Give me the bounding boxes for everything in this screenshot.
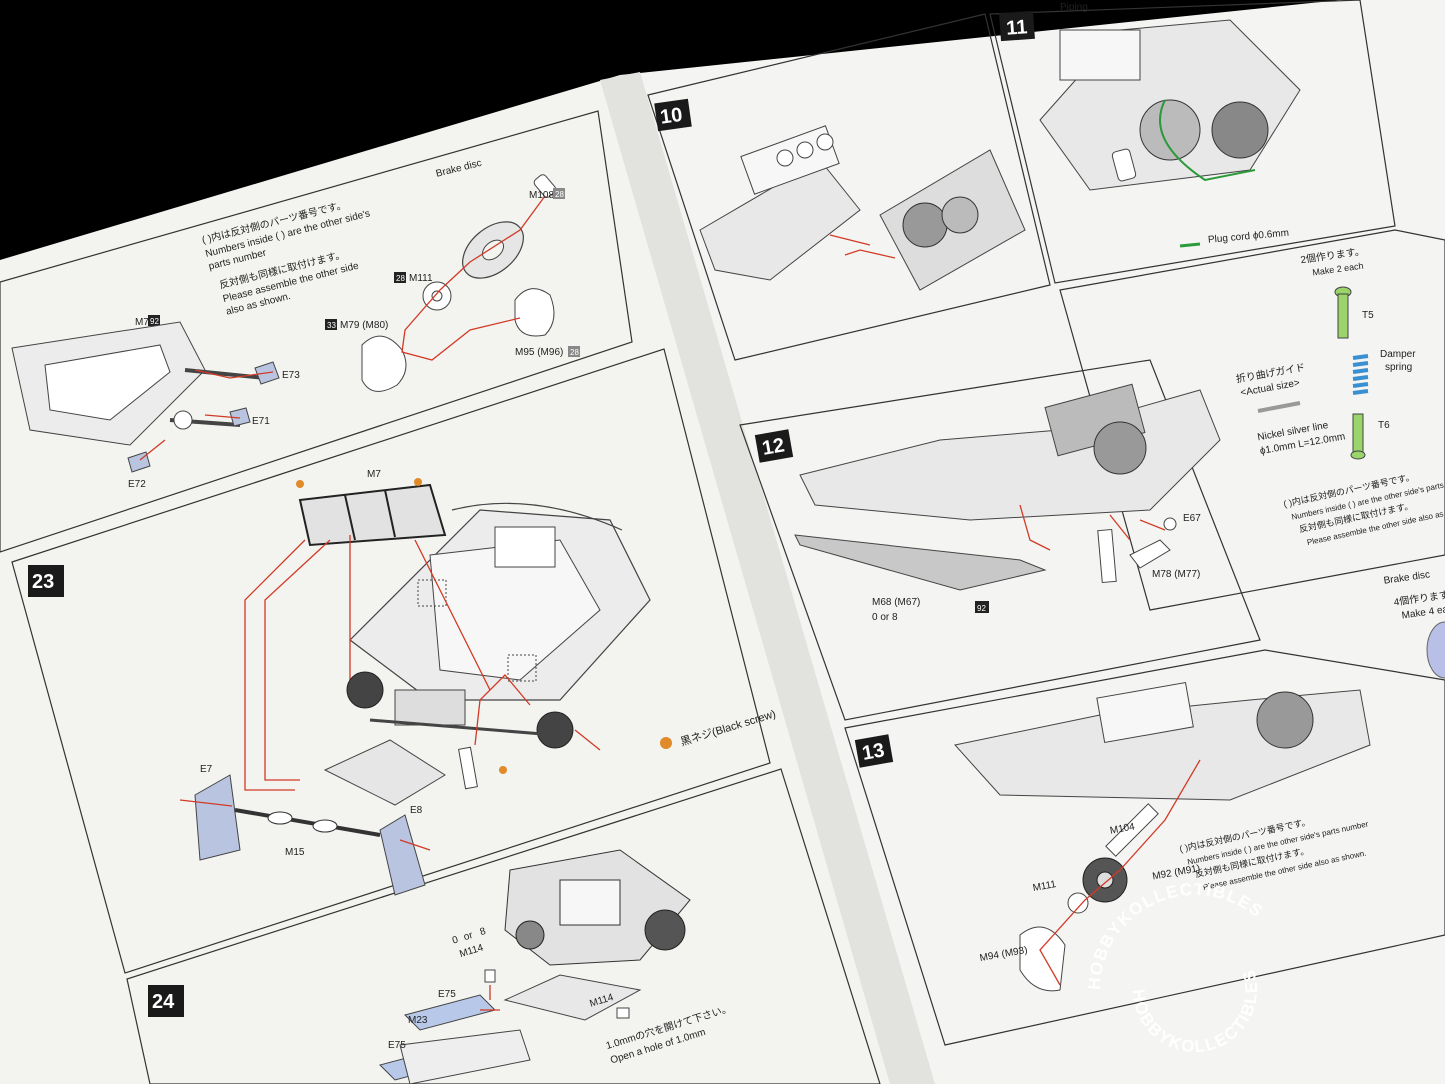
plug-cord-route bbox=[1159, 99, 1256, 182]
chassis-engine-drawing-step12 bbox=[799, 383, 1221, 521]
step24-number: 24 bbox=[152, 991, 175, 1013]
m108-pin-drawing bbox=[533, 174, 557, 198]
black-screw-icon bbox=[660, 737, 672, 749]
spring-label: spring bbox=[1385, 362, 1412, 373]
part-e8: E8 bbox=[410, 805, 423, 816]
rear-suspension-drawing bbox=[346, 671, 574, 749]
step23-number-box bbox=[28, 565, 64, 597]
hub-m111-drawing bbox=[422, 281, 452, 311]
caliper-m95-drawing bbox=[514, 288, 555, 337]
plug-cord-legend-swatch bbox=[1179, 242, 1201, 248]
svg-text:28: 28 bbox=[570, 348, 579, 357]
part-e73: E73 bbox=[282, 370, 300, 381]
step13-frame bbox=[844, 649, 1445, 1046]
t5-part-drawing bbox=[1334, 286, 1352, 339]
part-m111-step13: M111 bbox=[1032, 879, 1058, 894]
upright-m79-drawing bbox=[361, 335, 407, 392]
part-m111: M111 bbox=[409, 273, 433, 284]
piping-label: Piping bbox=[1060, 2, 1088, 13]
undertray-92-drawing bbox=[794, 534, 1047, 591]
step11-number-box bbox=[999, 10, 1035, 42]
chassis-tub-drawing bbox=[349, 502, 651, 701]
part-m79: M79 (M80) bbox=[340, 320, 388, 331]
step23-number: 23 bbox=[32, 571, 54, 593]
step13-number-box bbox=[854, 734, 894, 768]
e7-plate-drawing bbox=[194, 774, 241, 861]
part-m68: M68 (M67) bbox=[872, 597, 920, 608]
part-m15: M15 bbox=[285, 847, 305, 858]
top-step-frame bbox=[0, 110, 633, 553]
engine-drawing-step10 bbox=[699, 125, 1026, 291]
part-m78: M78 (M77) bbox=[1152, 569, 1200, 580]
damper-spring-drawing bbox=[1352, 354, 1369, 395]
or-tag-8: 8 bbox=[479, 926, 488, 938]
part-m104: M104 bbox=[1109, 821, 1136, 836]
floor-plate-drawing bbox=[323, 739, 446, 806]
step10-frame bbox=[647, 13, 1051, 361]
svg-text:92: 92 bbox=[150, 317, 159, 326]
driveshaft-m104-drawing bbox=[1105, 803, 1159, 857]
screw-right-drawing bbox=[414, 478, 422, 486]
steering-rack-m15-drawing bbox=[234, 808, 381, 837]
step10-number-box bbox=[654, 98, 692, 132]
step11-number: 11 bbox=[1005, 16, 1028, 39]
part-m7-top: M7 bbox=[135, 317, 149, 328]
part-m95: M95 (M96) bbox=[515, 347, 563, 358]
brake-disc-right-drawing bbox=[1426, 621, 1445, 679]
nickel-silver-line-drawing bbox=[1257, 401, 1301, 413]
or-tag-0: 0 bbox=[451, 934, 460, 946]
right-paper-page bbox=[620, 0, 1445, 1084]
step11-frame bbox=[989, 0, 1396, 284]
page-fold-shadow bbox=[600, 72, 935, 1084]
t6-part-drawing bbox=[1350, 413, 1366, 460]
step12-number: 12 bbox=[760, 434, 786, 460]
wishbone-drawing-step12 bbox=[1129, 539, 1171, 569]
screw-left-drawing bbox=[296, 480, 304, 488]
damper-label: Damper bbox=[1380, 349, 1416, 360]
m7-frame-drawing bbox=[298, 483, 447, 547]
part-e71: E71 bbox=[252, 416, 270, 427]
step24-number-box bbox=[148, 985, 184, 1017]
part-m23: M23 bbox=[408, 1015, 428, 1026]
part-e67: E67 bbox=[1183, 513, 1201, 524]
step23-frame bbox=[11, 348, 771, 974]
step13-number: 13 bbox=[860, 739, 886, 765]
step24-frame bbox=[126, 768, 881, 1084]
part-m108: M108 bbox=[529, 190, 554, 201]
front-frame-drawing bbox=[11, 321, 280, 473]
or-tags-step12: 0 or 8 bbox=[872, 612, 898, 623]
svg-text:33: 33 bbox=[327, 321, 336, 330]
step10-number: 10 bbox=[659, 104, 684, 129]
part-m7: M7 bbox=[367, 469, 381, 480]
step12-frame bbox=[739, 359, 1261, 721]
engine-drawing-step11 bbox=[1039, 19, 1301, 191]
plate-drawing bbox=[503, 974, 642, 1021]
step12-number-box bbox=[754, 429, 794, 463]
or-text: or bbox=[462, 930, 474, 943]
damper-drawing-step12 bbox=[1097, 528, 1117, 584]
part-92: 92 bbox=[977, 604, 986, 613]
part-e72: E72 bbox=[128, 479, 146, 490]
t6-label: T6 bbox=[1378, 420, 1390, 431]
part-e7: E7 bbox=[200, 764, 213, 775]
svg-text:28: 28 bbox=[396, 274, 405, 283]
part-e75-a: E75 bbox=[438, 989, 456, 1000]
e8-plate-drawing bbox=[379, 814, 426, 896]
bolt-drawing bbox=[458, 746, 478, 790]
chassis-engine-drawing-step13 bbox=[954, 681, 1371, 801]
svg-text:28: 28 bbox=[555, 190, 564, 199]
part-e75-b: E75 bbox=[388, 1040, 406, 1051]
front-subframe-drawing bbox=[504, 849, 691, 966]
t5-label: T5 bbox=[1362, 310, 1374, 321]
